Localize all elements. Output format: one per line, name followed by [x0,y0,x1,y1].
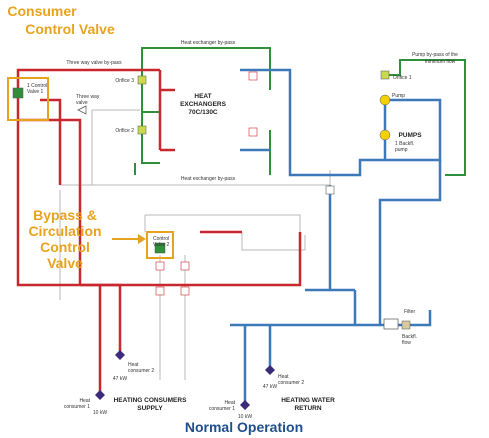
heat-consumer-supply-1-icon [95,390,105,400]
three-way-label-a: Three way [76,94,100,100]
pump-bypass-label-1: Pump by-pass of the [412,52,458,58]
return-title-1: HEATING WATER [281,397,335,404]
filter-icon [383,318,399,330]
hx-label-3: 70C/130C [188,109,218,116]
hx-bypass-bottom-label: Heat exchanger by-pass [181,176,236,182]
orifice-side-3-icon [155,286,165,296]
bypass-valve-highlight [146,231,174,259]
orifice-1-icon [380,70,390,80]
hx-label-1: HEAT [194,93,211,100]
callout-consumer-2: Control Valve [25,21,115,37]
green-bypass-lines [134,47,466,176]
control-valve-2-label-b: Valve 2 [153,242,170,248]
callout-bypass-4: Valve [47,255,83,271]
pump-bypass-label-2: minimum flow [425,59,456,65]
hx-bypass-top-label: Heat exchanger by-pass [181,40,236,46]
hc-supply-1-label-b: consumer 1 [64,404,90,410]
hc-supply-2-label-b: consumer 2 [128,368,154,374]
three-way-valve-icon [77,105,87,115]
callout-bypass-3: Control [40,239,90,255]
orifice-1-label: Orifice 1 [393,75,412,81]
pumps-label: PUMPS [398,132,422,139]
orifice-2-label: Orifice 2 [115,128,134,134]
hc-supply-1-kw: 10 kW [93,410,107,416]
control-valve-2-icon [154,242,166,254]
callout-consumer-1: Consumer [7,3,77,19]
hc-return-1-label-a: Heat [224,400,235,406]
supply-title-2: SUPPLY [137,405,163,412]
orifice-bypass-2-icon [248,127,258,137]
orifice-3-icon [137,75,147,85]
pump-backflow-label-a: 1 Backfl. [395,141,414,147]
backflow-icon [401,320,411,330]
callout-bypass-2: Circulation [28,223,101,239]
filter-label: Filter [404,309,415,315]
orifice-2-icon [137,125,147,135]
hc-supply-1-label-a: Heat [79,398,90,404]
page-title: Normal Operation [185,419,303,435]
return-title-2: RETURN [294,405,321,412]
control-valve-1-label-a: 1 Control [27,83,47,89]
control-valve-2-label-a: Control [153,236,169,242]
three-way-bypass-label: Three way valve by-pass [66,60,122,66]
pump-1-icon [379,94,391,106]
hc-return-1-kw: 10 kW [238,414,252,420]
callout-bypass-1: Bypass & [33,207,97,223]
three-way-label-b: valve [76,100,88,106]
hc-return-2-label-b: consumer 2 [278,380,304,386]
orifice-bypass-1-icon [248,71,258,81]
bypass-check-valve-icon [325,185,335,195]
orifice-side-1-icon [155,261,165,271]
pump-2-icon [379,129,391,141]
heat-exchanger-block [175,65,230,155]
hc-supply-2-label-a: Heat [128,362,139,368]
pump-label: Pump [392,93,405,99]
orifice-side-2-icon [180,261,190,271]
control-valve-1-icon [12,87,24,99]
hx-label-2: EXCHANGERS [180,101,227,108]
callout-arrowhead-icon [138,234,146,244]
orifice-side-4-icon [180,286,190,296]
orifice-3-label: Orifice 3 [115,78,134,84]
hc-supply-2-kw: 47 kW [113,376,127,382]
consumer-valve-highlight [7,77,49,121]
heat-consumer-return-2-icon [265,365,275,375]
backflow-label-a: Backfl. [402,334,417,340]
component-symbols [12,70,411,410]
blue-return-lines [230,68,442,405]
hc-return-1-label-b: consumer 1 [209,406,235,412]
supply-title-1: HEATING CONSUMERS [114,397,187,404]
pump-backflow-label-b: pump [395,147,408,153]
hc-return-2-kw: 47 kW [263,384,277,390]
heat-consumer-return-1-icon [240,400,250,410]
control-valve-1-label-b: Valve 1 [27,89,44,95]
hc-return-2-label-a: Heat [278,374,289,380]
backflow-label-b: flow [402,340,411,346]
heat-consumer-supply-2-icon [115,350,125,360]
